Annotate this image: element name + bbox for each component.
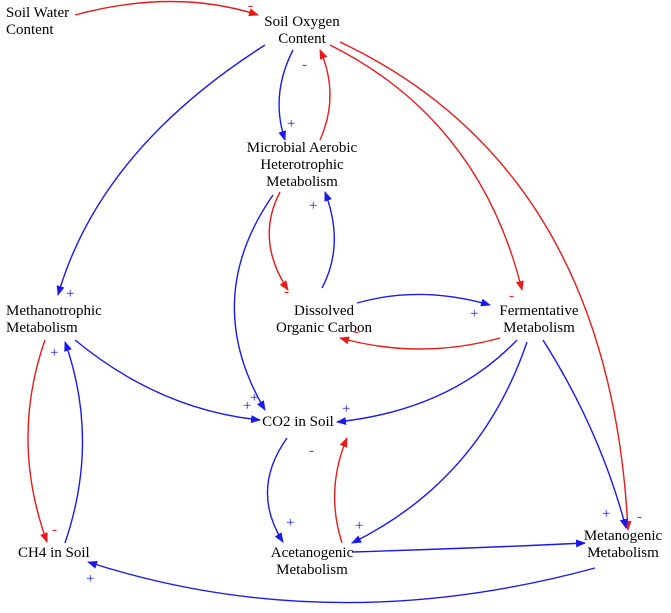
link-doc-to-fermentative: [356, 293, 491, 307]
node-co2-in-soil: CO2 in Soil: [250, 414, 346, 431]
sign-fermentative-to-metanogenic: +: [602, 506, 610, 522]
node-label-line: Heterotrophic: [260, 157, 344, 173]
sign-microbial-to-co2: +: [250, 390, 258, 406]
node-label-line: Methanotrophic: [6, 303, 102, 319]
node-label-line: Dissolved: [294, 303, 354, 319]
link-acetanogenic-to-co2: [333, 437, 348, 544]
sign-microbial-to-doc: -: [284, 284, 289, 300]
sign-fermentative-to-acetanogenic: +: [355, 518, 363, 534]
link-oxygen-to-microbial: [278, 49, 294, 141]
link-water-to-oxygen: [74, 0, 259, 17]
node-fermentative-metabolism: Fermentative Metabolism: [488, 303, 590, 337]
node-label-line: CH4 in Soil: [18, 545, 90, 561]
link-metanogenic-to-ch4: [87, 560, 596, 604]
link-microbial-to-oxygen: [319, 49, 331, 141]
sign-methanotrophic-to-ch4: -: [52, 522, 57, 538]
link-microbial-to-doc: [268, 191, 289, 291]
node-label-line: Soil Oxygen: [264, 14, 340, 30]
sign-oxygen-to-metanogenic: -: [637, 509, 642, 525]
node-label-line: Organic Carbon: [276, 320, 372, 336]
link-oxygen-to-fermentative: [329, 44, 524, 291]
sign-fermentative-to-doc: -: [354, 324, 359, 340]
sign-water-to-oxygen: -: [248, 0, 253, 14]
node-soil-water-content: Soil Water Content: [6, 5, 69, 39]
node-label-line: Microbial Aerobic: [246, 140, 358, 156]
node-soil-oxygen-content: Soil Oxygen Content: [250, 14, 354, 48]
node-label-line: Metanogenic: [583, 528, 663, 544]
link-acetanogenic-to-metanogenic: [351, 539, 586, 553]
sign-microbial-to-oxygen: -: [302, 57, 307, 73]
node-label-line: Content: [6, 22, 54, 38]
sign-acetanogenic-to-co2: -: [309, 443, 314, 459]
link-microbial-to-co2: [233, 194, 274, 411]
node-dissolved-organic-carbon: Dissolved Organic Carbon: [270, 303, 378, 337]
link-fermentative-to-acetanogenic: [351, 341, 528, 544]
link-fermentative-to-doc: [339, 336, 501, 350]
node-acetanogenic-metabolism: Acetanogenic Metabolism: [264, 545, 360, 579]
node-label-line: Content: [278, 31, 326, 47]
link-fermentative-to-metanogenic: [542, 339, 628, 529]
sign-ch4-to-methanotrophic: +: [50, 345, 58, 361]
link-co2-to-acetanogenic: [266, 437, 288, 543]
link-oxygen-to-metanogenic: [339, 41, 632, 531]
node-label-line: Acetanogenic: [270, 545, 354, 561]
node-label-line: Fermentative: [499, 303, 579, 319]
link-doc-to-microbial: [321, 191, 335, 289]
node-microbial-aerobic-heterotrophic-metabolism: Microbial Aerobic Heterotrophic Metaboli…: [236, 140, 368, 191]
node-methanotrophic-metabolism: Methanotrophic Metabolism: [6, 303, 116, 337]
sign-doc-to-microbial: +: [309, 198, 317, 214]
sign-co2-to-acetanogenic: +: [286, 515, 294, 531]
sign-doc-to-fermentative: +: [470, 306, 478, 322]
node-metanogenic-metabolism: Metanogenic Metabolism: [578, 528, 668, 562]
link-methanotrophic-to-ch4: [27, 339, 48, 543]
sign-methanotrophic-to-co2: +: [243, 398, 251, 414]
node-label-line: Metabolism: [587, 545, 659, 561]
node-label-line: Metabolism: [266, 174, 338, 190]
link-oxygen-to-methanotrophic: [56, 44, 266, 296]
link-ch4-to-methanotrophic: [64, 341, 84, 544]
sign-metanogenic-to-ch4: +: [86, 571, 94, 587]
sign-oxygen-to-methanotrophic: +: [66, 286, 74, 302]
node-label-line: Metabolism: [276, 562, 348, 578]
sign-oxygen-to-microbial: +: [287, 116, 295, 132]
sign-oxygen-to-fermentative: -: [509, 288, 514, 304]
node-label-line: Metabolism: [6, 320, 78, 336]
sign-acetanogenic-to-metanogenic: +: [594, 544, 602, 560]
node-ch4-in-soil: CH4 in Soil: [18, 545, 90, 562]
node-label-line: Soil Water: [6, 5, 70, 21]
link-methanotrophic-to-co2: [74, 339, 261, 424]
node-label-line: CO2 in Soil: [262, 414, 334, 430]
node-label-line: Metabolism: [503, 320, 575, 336]
link-fermentative-to-co2: [336, 339, 518, 426]
sign-fermentative-to-co2: +: [342, 401, 350, 417]
